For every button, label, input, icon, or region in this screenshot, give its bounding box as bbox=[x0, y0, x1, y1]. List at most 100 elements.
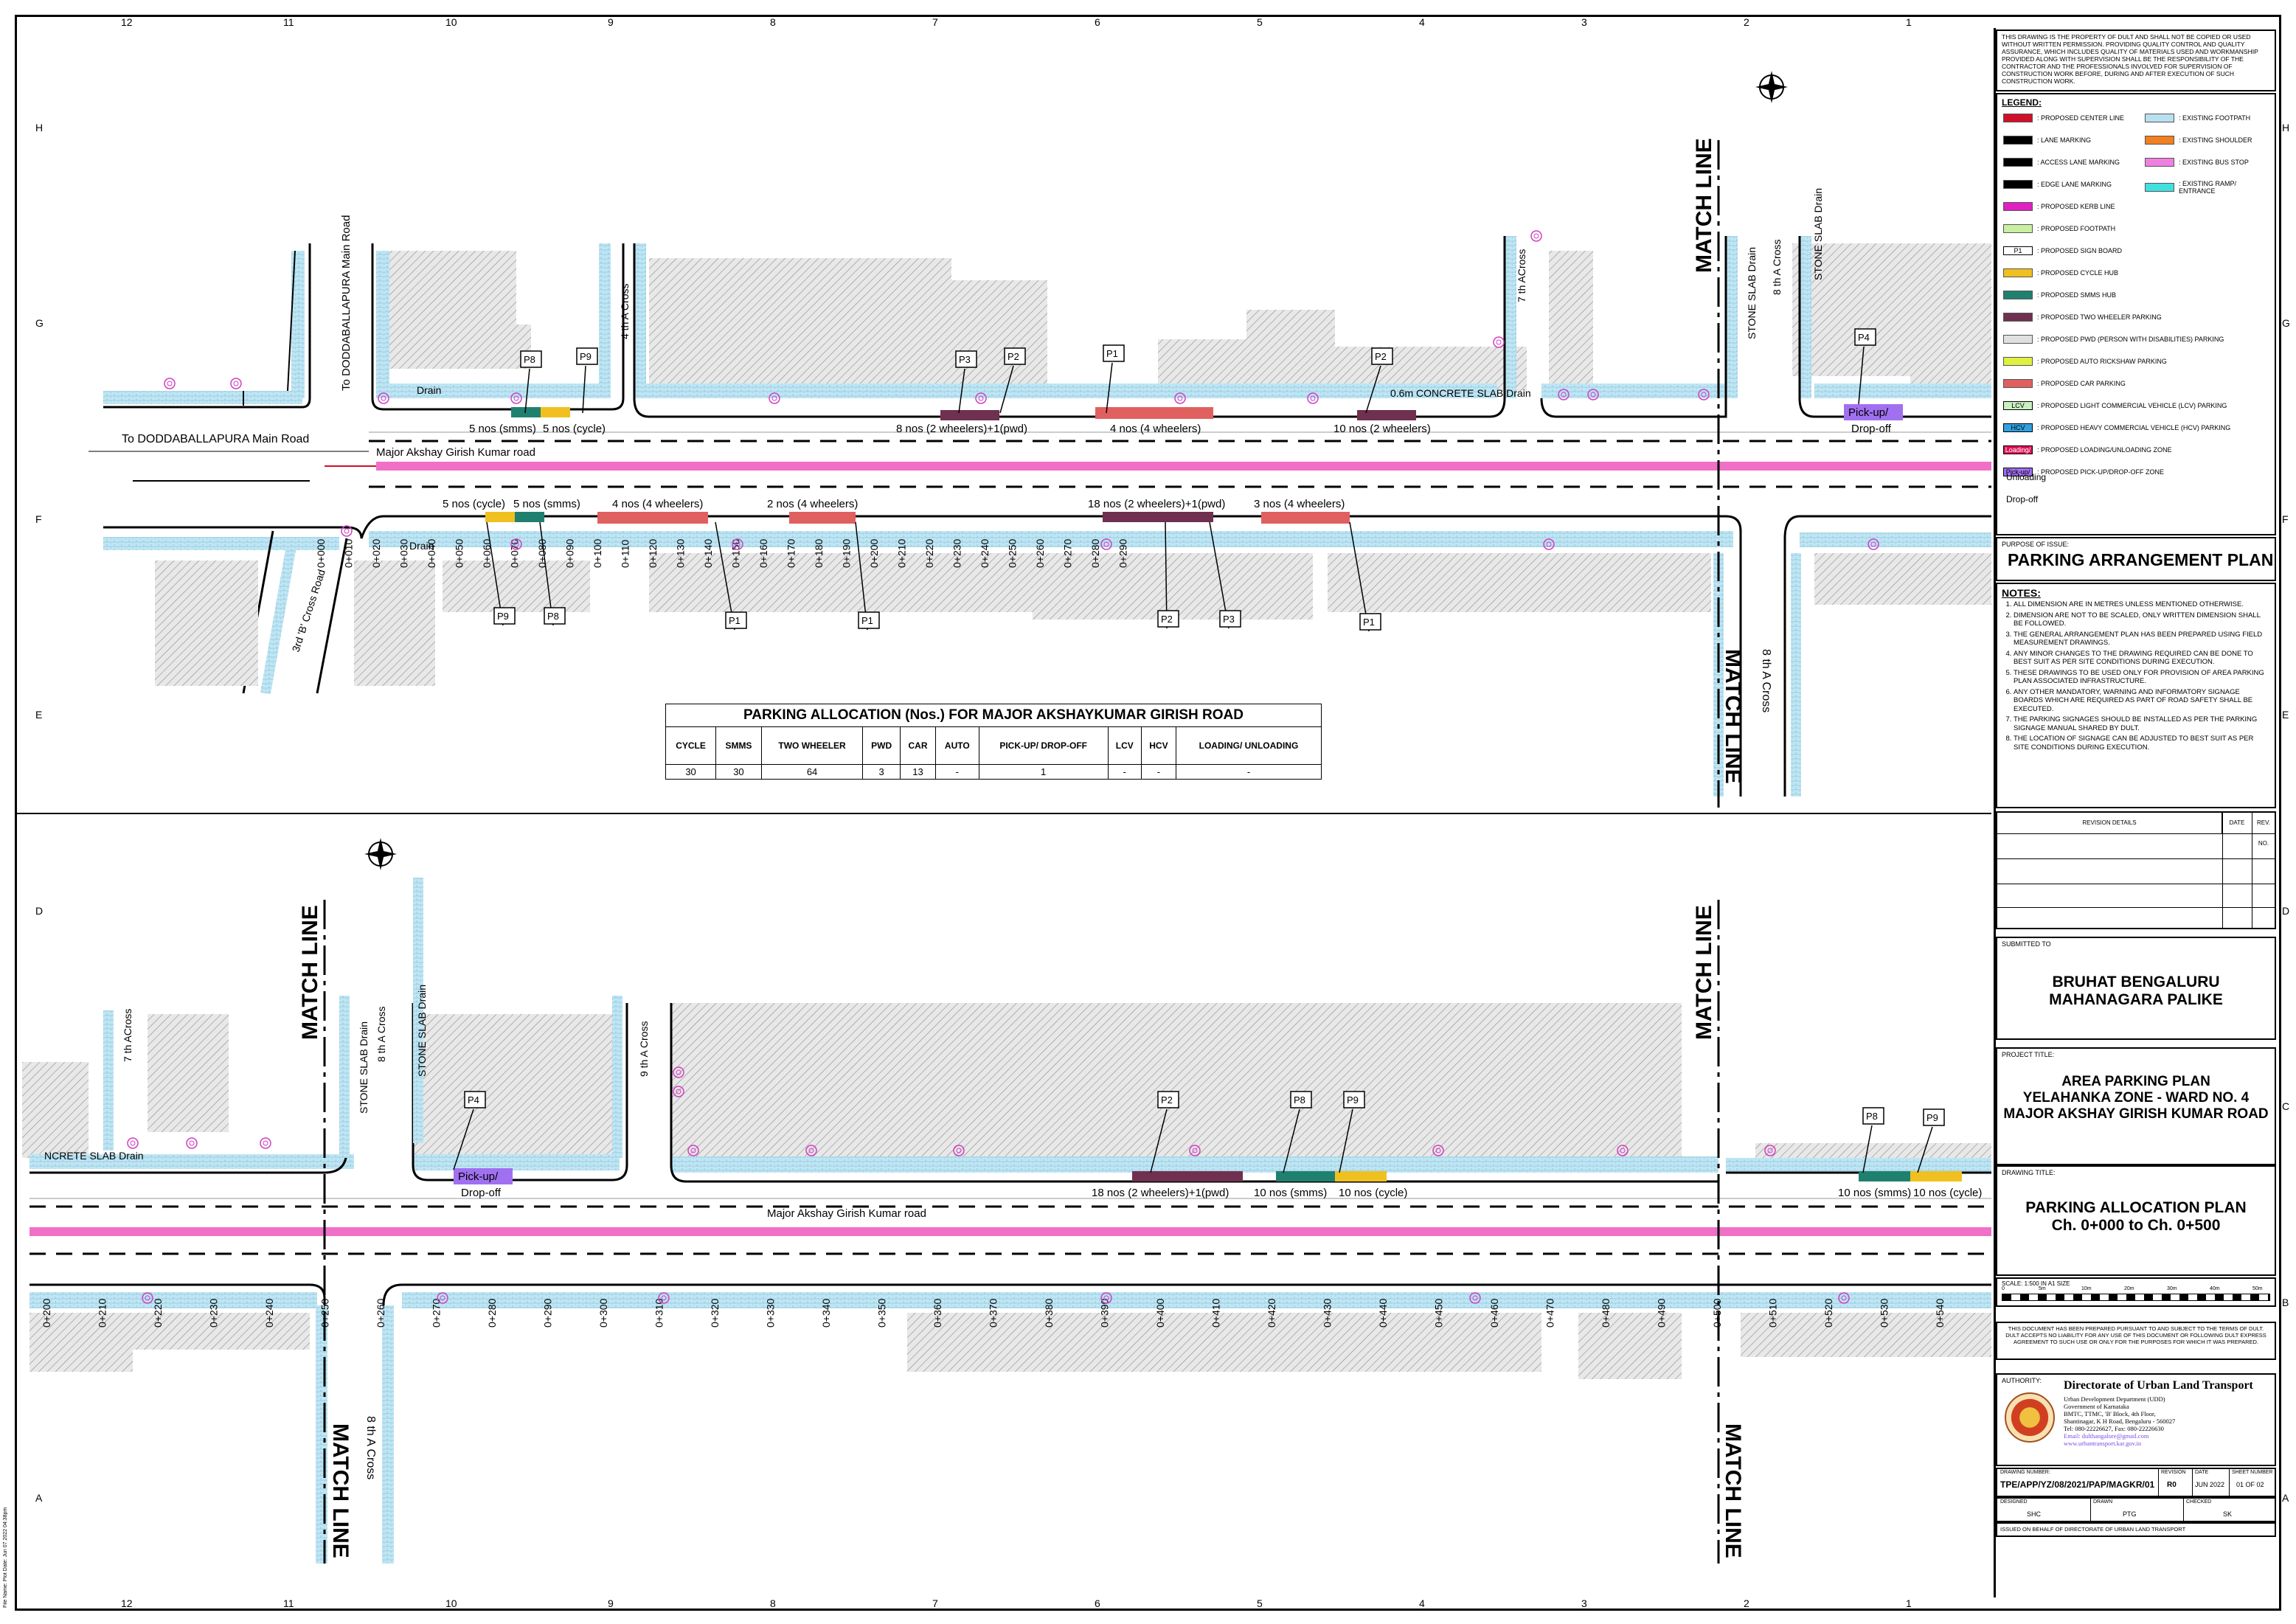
table-cell: - bbox=[1107, 764, 1142, 780]
allocation-table-title: PARKING ALLOCATION (Nos.) FOR MAJOR AKSH… bbox=[665, 704, 1322, 726]
sign-board-label: P2 bbox=[1007, 351, 1019, 362]
chainage-label: 0+100 bbox=[592, 538, 603, 568]
sign-board bbox=[1371, 347, 1393, 365]
submitted-line2: MAHANAGARA PALIKE bbox=[2049, 991, 2223, 1008]
tree-icon bbox=[1867, 538, 1879, 550]
road-name-label: Major Akshay Girish Kumar road bbox=[767, 1207, 926, 1220]
grid-col-label: 5 bbox=[1257, 1597, 1263, 1609]
legend-extra-word: Drop-off bbox=[2006, 494, 2039, 504]
legend-label: : PROPOSED SMMS HUB bbox=[2037, 291, 2117, 299]
legend-swatch bbox=[2003, 268, 2033, 277]
table-cell: - bbox=[1140, 764, 1176, 780]
submitted-panel: SUBMITTED TO BRUHAT BENGALURU MAHANAGARA… bbox=[1996, 937, 2276, 1040]
note-item: THE LOCATION OF SIGNAGE CAN BE ADJUSTED … bbox=[2014, 735, 2269, 752]
project-panel: PROJECT TITLE: AREA PARKING PLAN YELAHAN… bbox=[1996, 1047, 2276, 1165]
tree-icon bbox=[1838, 1292, 1850, 1304]
sign-board bbox=[493, 607, 516, 625]
tree-icon bbox=[341, 525, 353, 537]
match-line-label: MATCH LINE bbox=[1692, 138, 1716, 273]
project-line2: YELAHANKA ZONE - WARD NO. 4 bbox=[2022, 1090, 2250, 1106]
grid-col-label: 10 bbox=[445, 1597, 457, 1609]
north-arrow-icon-bottom bbox=[364, 838, 397, 870]
submitted-line1: BRUHAT BENGALURU bbox=[2052, 974, 2220, 990]
street-label: STONE SLAB Drain bbox=[1746, 247, 1758, 339]
chainage-label: 0+540 bbox=[1934, 1298, 1946, 1328]
tree-icon bbox=[1189, 1145, 1201, 1156]
purpose-panel: PURPOSE OF ISSUE: PARKING ARRANGEMENT PL… bbox=[1996, 537, 2276, 581]
sign-board-label: P2 bbox=[1375, 351, 1387, 362]
chainage-label: 0+200 bbox=[868, 538, 880, 568]
sign-board-label: P8 bbox=[1294, 1094, 1305, 1106]
legend-item: : PROPOSED TWO WHEELER PARKING bbox=[2003, 313, 2162, 322]
revision-value: R0 bbox=[2167, 1481, 2177, 1489]
drawing-title-line1: PARKING ALLOCATION PLAN bbox=[2025, 1199, 2247, 1216]
legend-label: : PROPOSED LOADING/UNLOADING ZONE bbox=[2037, 446, 2172, 454]
drawing-title-panel: DRAWING TITLE: PARKING ALLOCATION PLAN C… bbox=[1996, 1165, 2276, 1276]
grid-col-label: 3 bbox=[1581, 16, 1587, 28]
notes-list: ALL DIMENSION ARE IN METRES UNLESS MENTI… bbox=[1997, 600, 2275, 752]
tree-icon bbox=[378, 392, 389, 404]
legend-label: : EDGE LANE MARKING bbox=[2037, 181, 2112, 188]
street-label: 4 th A Cross bbox=[619, 284, 631, 339]
legend-swatch bbox=[2145, 183, 2174, 192]
tree-icon bbox=[260, 1137, 271, 1149]
chainage-label: 0+010 bbox=[343, 538, 355, 568]
legend-swatch bbox=[2003, 180, 2033, 189]
table-header-cell: HCV bbox=[1140, 726, 1176, 765]
legend-item: : EXISTING FOOTPATH bbox=[2145, 114, 2270, 122]
parking-count-label: 10 nos (2 wheelers) bbox=[1333, 423, 1431, 435]
tree-icon bbox=[164, 378, 176, 389]
sign-board-label: P4 bbox=[1858, 332, 1870, 343]
grid-col-label: 1 bbox=[1906, 1597, 1912, 1609]
grid-row-label: G bbox=[35, 317, 44, 330]
sign-board-label: P3 bbox=[959, 354, 971, 365]
revision-no-header: REV. NO. bbox=[2257, 819, 2270, 847]
chainage-label: 0+230 bbox=[208, 1298, 220, 1328]
revision-panel: REVISION DETAILS DATE REV. NO. bbox=[1996, 811, 2276, 929]
table-header-cell: LCV bbox=[1107, 726, 1142, 765]
grid-row-label: F bbox=[2282, 513, 2289, 525]
table-cell: 3 bbox=[862, 764, 901, 780]
authority-line: Government of Karnataka bbox=[2064, 1403, 2129, 1410]
scale-tick-label: 10m bbox=[2081, 1286, 2092, 1291]
legend-swatch bbox=[2003, 313, 2033, 322]
legend-swatch bbox=[2003, 136, 2033, 145]
chainage-label: 0+240 bbox=[979, 538, 991, 568]
legend-label: : PROPOSED LIGHT COMMERCIAL VEHICLE (LCV… bbox=[2037, 402, 2227, 409]
table-header-cell: LOADING/ UNLOADING bbox=[1175, 726, 1322, 765]
building-block bbox=[649, 258, 951, 391]
chainage-label: 0+190 bbox=[841, 538, 853, 568]
sign-board bbox=[955, 350, 977, 368]
legend-item: : EXISTING SHOULDER bbox=[2145, 136, 2270, 145]
tree-icon bbox=[510, 392, 522, 404]
pickup-label: Pick-up/ bbox=[458, 1170, 499, 1183]
chainage-label: 0+040 bbox=[426, 538, 437, 568]
sign-board-label: P9 bbox=[1347, 1094, 1359, 1106]
sign-board-label: P8 bbox=[1866, 1111, 1878, 1122]
chainage-label: 0+350 bbox=[876, 1298, 888, 1328]
chainage-label: 0+490 bbox=[1656, 1298, 1668, 1328]
tree-icon bbox=[1432, 1145, 1444, 1156]
tree-icon bbox=[673, 1086, 684, 1097]
chainage-label: 0+410 bbox=[1210, 1298, 1222, 1328]
legend-label: : PROPOSED FOOTPATH bbox=[2037, 225, 2116, 232]
legend-swatch: LCV bbox=[2003, 401, 2033, 410]
tree-icon bbox=[1698, 389, 1710, 400]
sign-board bbox=[576, 347, 598, 365]
note-item: ANY MINOR CHANGES TO THE DRAWING REQUIRE… bbox=[2014, 650, 2269, 667]
karnataka-seal-icon bbox=[2005, 1392, 2055, 1443]
sign-board-label: P3 bbox=[1223, 614, 1235, 625]
legend-swatch: Pick-up/ bbox=[2003, 468, 2033, 476]
chainage-label: 0+050 bbox=[454, 538, 465, 568]
parking-count-label: 3 nos (4 wheelers) bbox=[1254, 498, 1345, 510]
match-line-label: MATCH LINE bbox=[298, 905, 322, 1040]
table-cell: 30 bbox=[715, 764, 762, 780]
legend-label: : PROPOSED CAR PARKING bbox=[2037, 380, 2126, 387]
grid-col-label: 12 bbox=[121, 16, 133, 28]
grid-col-label: 6 bbox=[1095, 1597, 1100, 1609]
street-label: STONE SLAB Drain bbox=[358, 1021, 370, 1114]
legend-item: : PROPOSED PWD (PERSON WITH DISABILITIES… bbox=[2003, 335, 2224, 344]
submitted-label: SUBMITTED TO bbox=[2002, 940, 2051, 948]
chainage-label: 0+330 bbox=[765, 1298, 777, 1328]
